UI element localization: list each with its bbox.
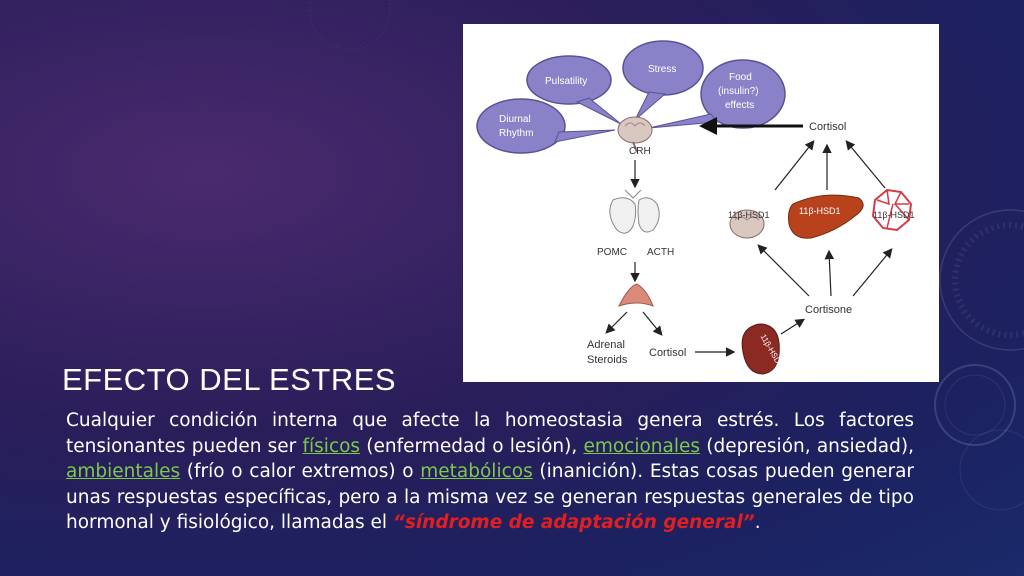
highlight-term: “síndrome de adaptación general” (392, 512, 755, 533)
link-ambientales[interactable]: ambientales (66, 461, 181, 482)
label-acth: ACTH (647, 247, 674, 258)
bubble-text: Food (729, 72, 752, 83)
label-cortisol-bottom: Cortisol (649, 347, 686, 359)
pituitary-icon (609, 189, 660, 234)
body-text-segment: (depresión, ansiedad), (700, 435, 914, 457)
brain-icon (617, 116, 653, 153)
brain-tissue-icon (729, 209, 765, 239)
label-crh: CRH (629, 146, 651, 157)
body-text-segment: . (754, 512, 761, 533)
body-text-segment: (inanición). Estas cosas pueden generar … (66, 461, 915, 533)
bubble-text: Stress (648, 64, 676, 75)
bubble-text: Pulsatility (545, 76, 587, 87)
bubble-text: (insulin?) (718, 86, 759, 97)
label-hsd-brain: 11β-HSD1 (728, 210, 770, 220)
liver-icon (788, 194, 864, 239)
slide-title: EFECTO DEL ESTRES (62, 362, 397, 397)
bubble-stress: Stress (622, 40, 704, 121)
slide-body: Cualquier condición interna que afecte l… (66, 408, 914, 536)
label-adrenal-2: Steroids (587, 354, 628, 366)
kidney-icon: 11β-HSD2 (741, 323, 785, 375)
body-text-segment: (enfermedad o lesión), (360, 435, 584, 457)
bubble-text: effects (725, 100, 754, 111)
diagram-canvas: Diurnal Rhythm Pulsatility Stress Food (… (476, 40, 915, 375)
body-text-segment: Cualquier condición interna que afecte l… (66, 410, 914, 457)
link-emocionales[interactable]: emocionales (583, 435, 701, 457)
label-adrenal-1: Adrenal (587, 339, 625, 351)
label-hsd-fat: 11β-HSD1 (873, 210, 915, 220)
bubble-text: Rhythm (499, 128, 533, 139)
link-fisicos[interactable]: físicos (302, 435, 361, 457)
fat-tissue-icon (871, 188, 913, 232)
label-cortisol-top: Cortisol (809, 121, 846, 133)
bubble-text: Diurnal (499, 114, 531, 125)
label-pomc: POMC (597, 247, 627, 258)
link-metabolicos[interactable]: metabólicos (420, 461, 533, 482)
bubble-pulsatility: Pulsatility (526, 55, 622, 125)
label-hsd-liver: 11β-HSD1 (799, 206, 841, 216)
adrenal-gland-icon (618, 283, 654, 307)
label-cortisone: Cortisone (805, 304, 852, 316)
bubble-diurnal-rhythm: Diurnal Rhythm (476, 98, 616, 154)
stress-hormone-diagram: Diurnal Rhythm Pulsatility Stress Food (… (463, 24, 939, 382)
body-text-segment: (frío o calor extremos) o (180, 461, 421, 482)
